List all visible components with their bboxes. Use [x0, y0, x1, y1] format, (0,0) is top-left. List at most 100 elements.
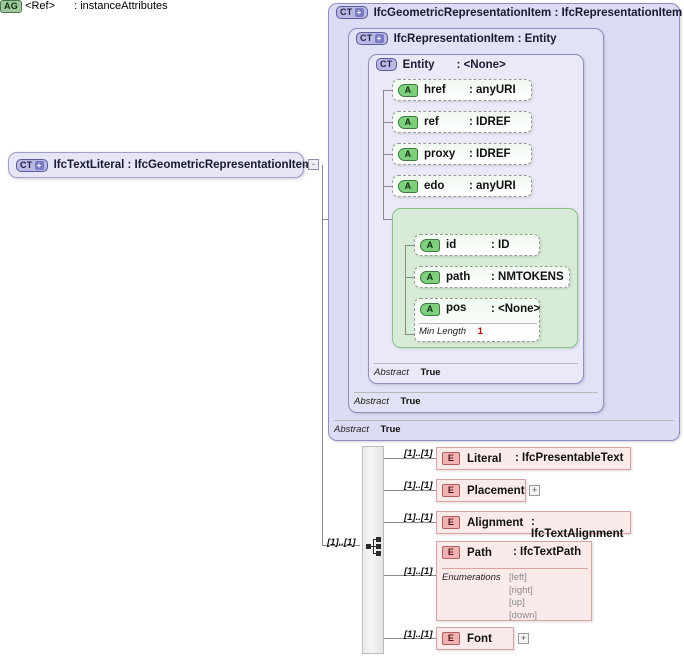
facet-value: 1 [477, 326, 483, 337]
connector-attributes-vertical [383, 90, 384, 220]
element-name: Alignment [467, 516, 524, 529]
facet-abstract-level3: Abstract True [374, 363, 578, 378]
element-badge-icon: E [442, 516, 460, 529]
complextype-header-level3: CT Entity : <None> [376, 58, 506, 71]
facet-name: Abstract [334, 424, 369, 435]
expand-toggle-placement[interactable]: + [529, 485, 540, 496]
sequence-cardinality: [1]..[1] [327, 537, 356, 548]
attribute-type: : IDREF [469, 148, 511, 160]
expand-icon[interactable]: + [34, 160, 44, 170]
attribute-type: : IDREF [469, 116, 511, 128]
attribute-name: id [446, 239, 457, 251]
facet-name: Abstract [374, 367, 409, 378]
element-box-font[interactable]: E Font [436, 627, 514, 650]
complextype-title-level1: IfcGeometricRepresentationItem : IfcRepr… [373, 6, 683, 19]
element-box-alignment[interactable]: E Alignment : IfcTextAlignment [436, 511, 631, 540]
complextype-badge-level1[interactable]: CT+ [336, 6, 368, 19]
expand-icon[interactable]: + [354, 8, 364, 17]
attribute-badge-icon: A [398, 147, 418, 161]
attribute-row-ref[interactable]: A ref : IDREF [392, 111, 532, 133]
expand-icon[interactable]: + [374, 34, 384, 43]
connector-to-sequence [322, 545, 360, 546]
badge-label: CT [380, 59, 393, 69]
enumeration-value: [right] [509, 584, 533, 596]
badge-label: CT [20, 159, 33, 170]
connector-ag-id [405, 245, 414, 246]
connector-ag-pos [405, 334, 414, 335]
element-badge-icon: E [442, 484, 460, 497]
element-type: : IfcPresentableText [515, 452, 624, 464]
attribute-group-header: AG <Ref> : instanceAttributes [0, 0, 684, 13]
attribute-group-type: : instanceAttributes [74, 0, 168, 12]
attribute-type: : NMTOKENS [491, 271, 564, 283]
attribute-row-pos[interactable]: A pos : <None> Min Length 1 [414, 298, 540, 342]
element-header: E Literal [442, 452, 502, 465]
cardinality-placement: [1]..[1] [404, 480, 433, 491]
element-type: : IfcTextPath [513, 546, 582, 558]
facet-name: Abstract [354, 396, 389, 407]
connector-root-vertical [322, 165, 323, 220]
root-badge-icon[interactable]: CT+ [16, 158, 48, 172]
element-name: Path [467, 546, 492, 559]
badge-label: CT [340, 7, 353, 17]
cardinality-path: [1]..[1] [404, 566, 433, 577]
attribute-name: ref [424, 116, 439, 128]
enumeration-value: [down] [509, 609, 537, 621]
connector-seq-path [384, 575, 436, 576]
attribute-row-id[interactable]: A id : ID [414, 234, 540, 256]
attribute-badge-icon: A [420, 238, 440, 252]
connector-down-to-sequence [322, 219, 323, 546]
facet-name-enumerations: Enumerations [442, 572, 501, 583]
root-node-title: IfcTextLiteral : IfcGeometricRepresentat… [53, 159, 313, 171]
attribute-row-path[interactable]: A path : NMTOKENS [414, 266, 570, 288]
attribute-group-badge-icon: AG [0, 0, 22, 13]
expand-toggle-font[interactable]: + [518, 633, 529, 644]
badge-label: CT [360, 33, 373, 43]
attribute-name: path [446, 271, 471, 283]
element-box-literal[interactable]: E Literal : IfcPresentableText [436, 447, 631, 470]
complextype-badge-level2[interactable]: CT+ [356, 32, 388, 45]
connector-seq-placement [384, 490, 436, 491]
complextype-type-level3: : <None> [456, 58, 506, 71]
attribute-name: edo [424, 180, 445, 192]
attribute-row-edo[interactable]: A edo : anyURI [392, 175, 532, 197]
element-badge-icon: E [442, 632, 460, 645]
connector-ag-vertical [405, 245, 406, 335]
facet-min-length: Min Length 1 [419, 323, 537, 337]
complextype-title-level2: IfcRepresentationItem : Entity [393, 32, 557, 45]
element-badge-icon: E [442, 452, 460, 465]
complextype-header-level2: CT+ IfcRepresentationItem : Entity [356, 32, 557, 45]
attribute-group-name: <Ref> [25, 0, 56, 12]
element-box-placement[interactable]: E Placement [436, 479, 526, 502]
complextype-badge-level3[interactable]: CT [376, 58, 397, 71]
root-node-ifctextliteral[interactable]: CT+ IfcTextLiteral : IfcGeometricReprese… [8, 152, 312, 178]
collapse-toggle-root[interactable]: - [308, 159, 319, 170]
attribute-badge-icon: A [420, 303, 440, 316]
attribute-badge-icon: A [420, 270, 440, 284]
attribute-row-proxy[interactable]: A proxy : IDREF [392, 143, 532, 165]
attribute-row-href[interactable]: A href : anyURI [392, 79, 532, 101]
element-box-path[interactable]: E Path : IfcTextPath Enumerations [left]… [436, 541, 592, 621]
enumeration-value: [up] [509, 597, 525, 608]
enumeration-values: [left] [right] [up] [down] [509, 572, 537, 622]
attribute-name: proxy [424, 148, 456, 160]
element-header: E Path [442, 546, 492, 559]
connector-ag-path [405, 277, 414, 278]
attribute-name: href [424, 84, 446, 96]
connector-attr-ref [383, 122, 392, 123]
attribute-type: : ID [491, 239, 510, 251]
element-name: Placement [467, 484, 525, 497]
element-name: Font [467, 632, 492, 645]
sequence-compositor-icon [366, 537, 382, 556]
connector-seq-alignment [384, 522, 436, 523]
facet-name: Min Length [419, 326, 467, 337]
element-separator [442, 568, 588, 569]
element-header: E Placement [442, 484, 525, 497]
facet-value: True [420, 367, 441, 378]
cardinality-font: [1]..[1] [404, 629, 433, 640]
element-header: E Font [442, 632, 492, 645]
connector-attr-edo [383, 186, 392, 187]
attribute-badge-icon: A [398, 115, 418, 129]
attribute-badge-icon: A [398, 179, 418, 193]
